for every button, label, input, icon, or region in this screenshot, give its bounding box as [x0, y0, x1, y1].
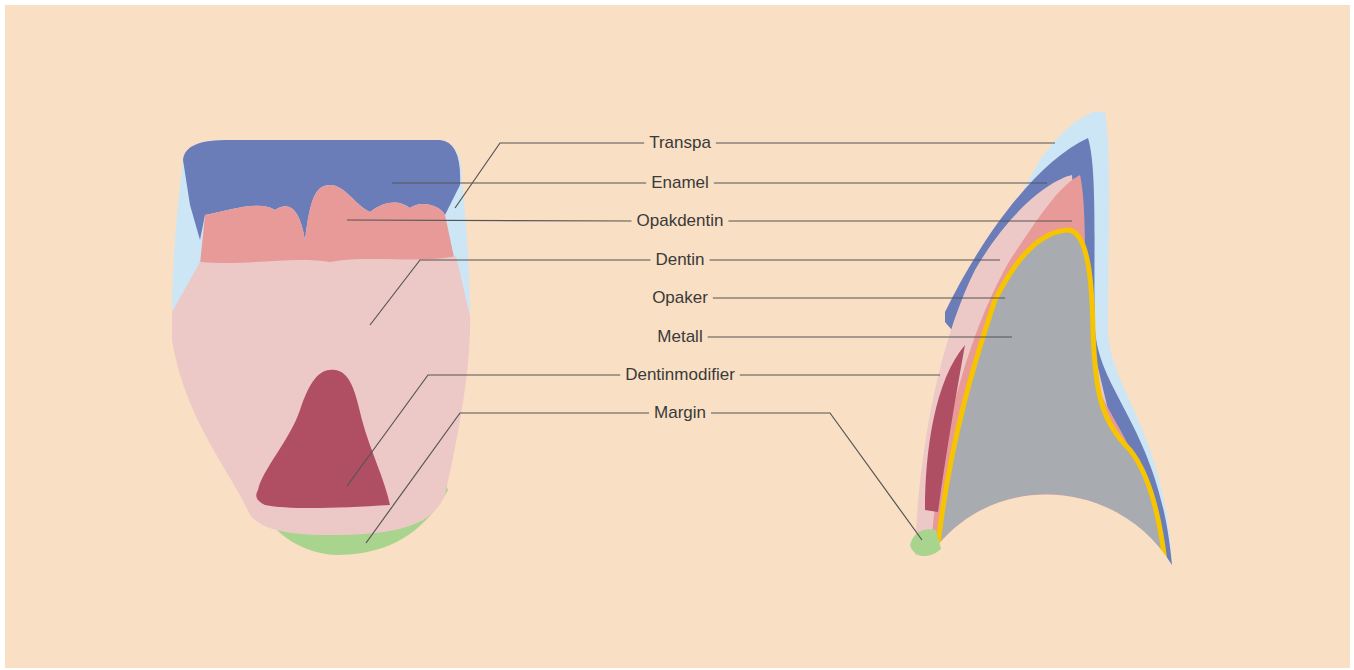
layer-label: Enamel	[650, 173, 710, 193]
side-view	[900, 111, 1185, 610]
leader-line	[347, 220, 632, 221]
leader-line	[713, 297, 1005, 298]
front-view	[172, 140, 470, 555]
leader-line	[347, 375, 620, 486]
leader-line	[728, 220, 1072, 221]
layer-label: Metall	[656, 327, 703, 347]
leader-line	[366, 413, 649, 543]
leader-line	[392, 182, 646, 183]
layer-label: Dentinmodifier	[624, 365, 736, 385]
dentinmodifier-layer	[925, 345, 965, 512]
leader-line	[710, 259, 1000, 260]
margin-layer	[910, 529, 941, 556]
background-cover	[900, 494, 1185, 610]
leader-line	[455, 143, 644, 208]
layer-label: Transpa	[648, 133, 712, 153]
leader-line	[708, 336, 1012, 337]
dentin-layer	[172, 256, 470, 535]
leader-line	[716, 142, 1055, 143]
dentinmodifier-layer	[256, 370, 390, 508]
leader-line	[370, 260, 650, 325]
layer-label: Opaker	[651, 288, 709, 308]
layer-label: Opakdentin	[636, 211, 725, 231]
leader-line	[711, 413, 922, 540]
opakdentin-layer	[200, 185, 455, 264]
leader-line	[740, 374, 940, 375]
layer-label: Margin	[653, 403, 707, 423]
leader-line	[714, 182, 1047, 183]
background	[5, 5, 1350, 668]
layer-label: Dentin	[654, 250, 705, 270]
